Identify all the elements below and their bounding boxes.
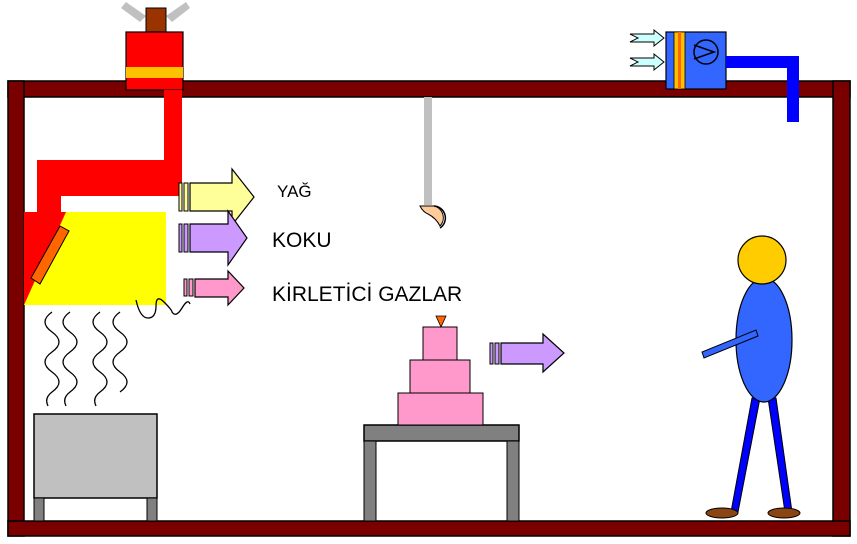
fan-blade-left	[121, 2, 146, 22]
right-wall	[833, 81, 850, 536]
fresh-air-unit	[630, 30, 799, 122]
table-top	[364, 425, 519, 441]
fan-cap	[146, 8, 166, 32]
ceiling-lamp-icon	[420, 97, 445, 228]
heat-wave	[113, 312, 127, 392]
exhaust-fan-icon	[121, 2, 190, 90]
intake-arrow-top	[630, 30, 664, 46]
intake-arrow-bottom	[630, 54, 664, 70]
exhaust-duct	[37, 90, 182, 216]
stove-body	[34, 414, 157, 498]
person-leg-right	[768, 398, 792, 512]
heat-wave	[63, 312, 77, 406]
cake-tier-middle	[410, 360, 470, 393]
table-leg-right	[507, 441, 519, 521]
heat-wave-icon	[45, 299, 190, 406]
person-head	[738, 236, 786, 284]
stove-icon	[34, 414, 157, 521]
layered-cake-icon	[398, 316, 483, 425]
heat-wave	[93, 312, 107, 406]
stove-leg-left	[34, 498, 44, 521]
grease-label: YAĞ	[277, 182, 312, 201]
table-leg-left	[364, 441, 376, 521]
table-icon	[364, 425, 519, 521]
kitchen-hood	[24, 212, 166, 305]
lamp-rod	[424, 97, 432, 205]
fan-band	[126, 67, 183, 78]
duct-vertical-lower	[37, 160, 61, 216]
left-wall	[8, 81, 24, 536]
fan-housing	[126, 32, 183, 90]
cake-odor-arrow	[490, 334, 564, 372]
duct-vertical-upper	[164, 90, 182, 160]
person-icon	[702, 236, 800, 518]
candle-flame	[436, 316, 446, 327]
heat-wave	[45, 312, 59, 406]
stove-leg-right	[147, 498, 157, 521]
shoe-right	[768, 508, 800, 518]
floor	[8, 521, 850, 536]
person-leg-left	[731, 398, 760, 512]
pollutant-gases-label: KİRLETİCİ GAZLAR	[272, 283, 462, 306]
pollutant-gas-arrow	[184, 271, 244, 305]
cake-tier-bottom	[398, 393, 483, 425]
fresh-air-filter-line	[678, 32, 681, 89]
grease-arrow	[179, 169, 254, 225]
fan-blade-right	[166, 2, 190, 22]
shoe-left	[706, 508, 738, 518]
cake-tier-top	[423, 327, 457, 360]
odor-label: KOKU	[272, 229, 332, 252]
lamp-bulb	[420, 206, 443, 226]
